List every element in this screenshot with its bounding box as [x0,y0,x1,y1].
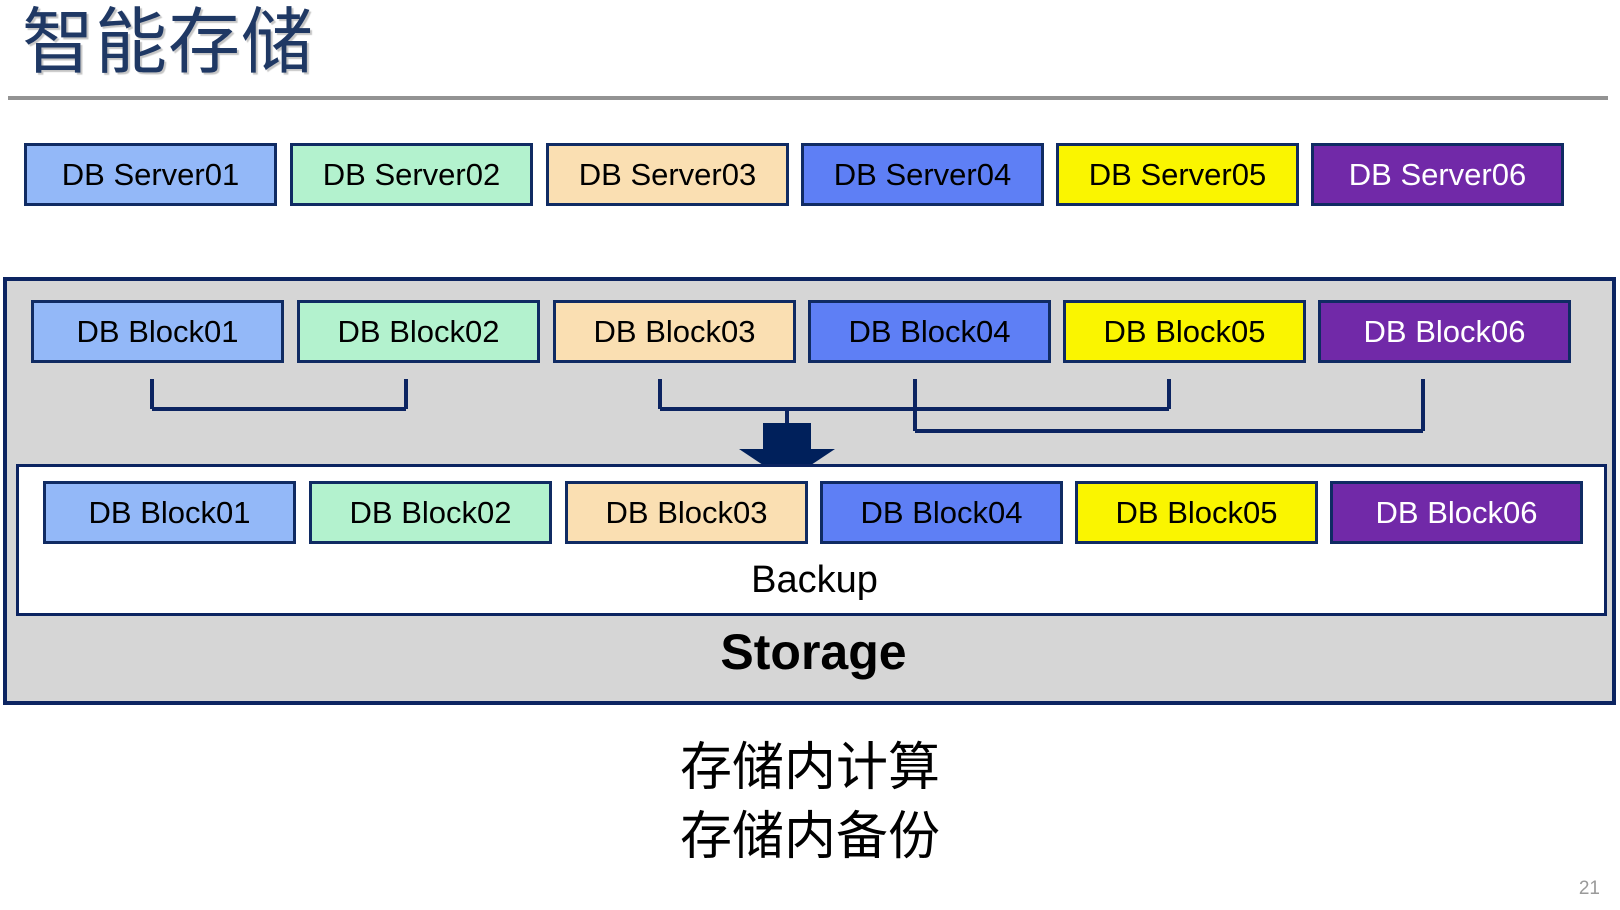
db-block-primary-box-label: DB Block03 [593,314,756,349]
db-block-backup-box-3: DB Block03 [565,481,808,544]
page-number: 21 [1578,878,1600,899]
storage-container: DB Block01 DB Block02 DB Block03 DB Block04… [3,277,1616,705]
backup-label: Backup [751,559,878,601]
db-block-backup-box-label: DB Block06 [1375,495,1538,530]
db-block-primary-box-1: DB Block01 [31,300,284,363]
db-server-box-1: DB Server01 [24,143,277,206]
db-server-box-label: DB Server05 [1088,157,1267,192]
db-block-backup-box-4: DB Block04 [820,481,1063,544]
db-block-backup-box-6: DB Block06 [1330,481,1583,544]
db-server-box-3: DB Server03 [546,143,789,206]
db-server-box-label: DB Server06 [1348,157,1527,192]
db-server-box-5: DB Server05 [1056,143,1299,206]
caption-in-storage-backup: 存储内备份 [679,808,940,866]
db-server-box-2: DB Server02 [290,143,533,206]
title-divider [8,96,1608,100]
db-block-backup-box-label: DB Block03 [605,495,768,530]
db-server-box-6: DB Server06 [1311,143,1564,206]
caption-in-storage-compute: 存储内计算 [679,739,940,797]
db-block-backup-box-label: DB Block05 [1115,495,1278,530]
db-block-primary-box-label: DB Block06 [1363,314,1526,349]
db-block-backup-box-label: DB Block01 [88,495,251,530]
db-block-primary-box-3: DB Block03 [553,300,796,363]
db-block-primary-box-2: DB Block02 [297,300,540,363]
db-block-primary-box-label: DB Block04 [848,314,1011,349]
page-title: 智能存储 [22,3,315,83]
db-block-primary-box-label: DB Block05 [1103,314,1266,349]
storage-label: Storage [720,624,907,680]
db-block-primary-box-label: DB Block01 [76,314,239,349]
db-block-backup-box-label: DB Block02 [349,495,512,530]
db-block-primary-box-6: DB Block06 [1318,300,1571,363]
db-block-primary-box-4: DB Block04 [808,300,1051,363]
db-block-backup-box-5: DB Block05 [1075,481,1318,544]
db-block-primary-box-5: DB Block05 [1063,300,1306,363]
db-block-backup-box-1: DB Block01 [43,481,296,544]
db-block-backup-box-label: DB Block04 [860,495,1023,530]
db-block-primary-box-label: DB Block02 [337,314,500,349]
db-server-box-4: DB Server04 [801,143,1044,206]
backup-container: DB Block01 DB Block02 DB Block03 DB Block04… [16,464,1607,616]
db-server-box-label: DB Server02 [322,157,501,192]
db-server-box-label: DB Server01 [61,157,240,192]
db-server-box-label: DB Server04 [833,157,1012,192]
db-block-backup-box-2: DB Block02 [309,481,552,544]
db-server-box-label: DB Server03 [578,157,757,192]
